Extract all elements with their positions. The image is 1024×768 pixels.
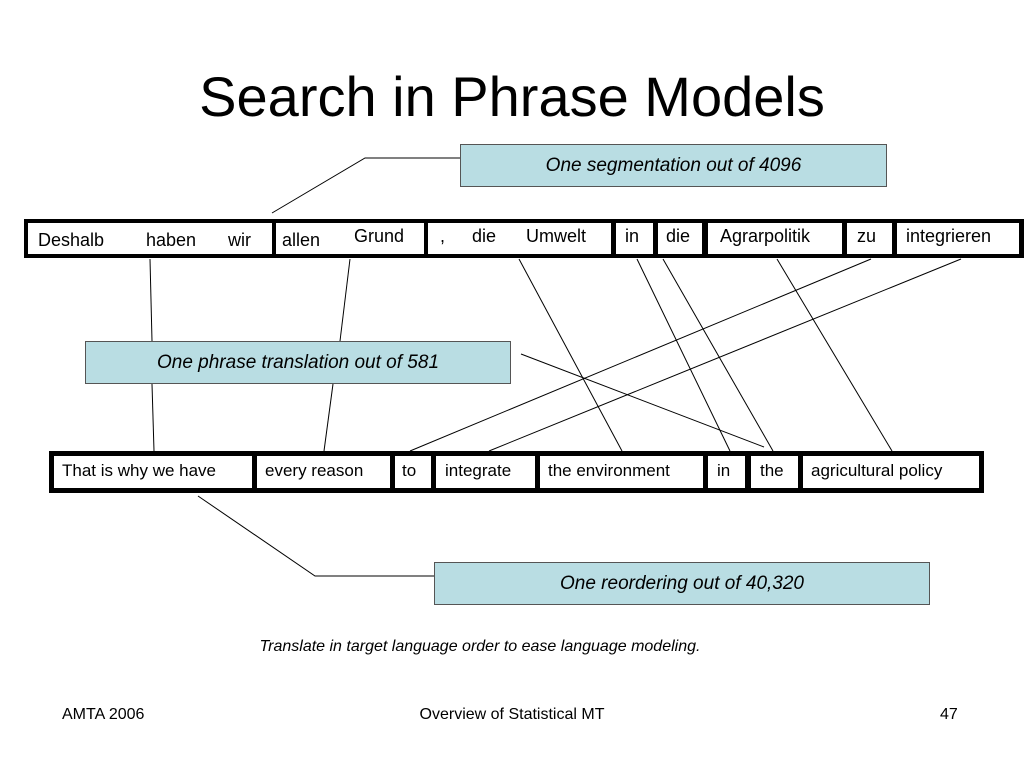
target-phrase-text: That is why we have bbox=[62, 461, 217, 480]
source-phrase-3: , die Umwelt bbox=[428, 223, 611, 254]
reordering-callout-text: One reordering out of 40,320 bbox=[559, 572, 804, 594]
source-word: Grund bbox=[354, 226, 405, 246]
source-word: Deshalb bbox=[38, 230, 105, 250]
target-phrase-text: the environment bbox=[548, 461, 670, 480]
alignment-agrarpolitik-agricultural-policy bbox=[776, 258, 893, 452]
target-phrase-text: in bbox=[717, 461, 731, 480]
alignment-zu-to bbox=[409, 258, 872, 452]
source-word: , bbox=[440, 226, 446, 246]
alignment-allen-grund-every-reason bbox=[339, 258, 351, 342]
source-word: allen bbox=[282, 230, 321, 250]
footer-conference: AMTA 2006 bbox=[62, 706, 145, 723]
target-phrase-6: in bbox=[708, 456, 745, 488]
target-phrase-4: integrate bbox=[436, 456, 535, 488]
source-word: Umwelt bbox=[526, 226, 587, 246]
target-phrase-8: agricultural policy bbox=[803, 456, 979, 488]
source-word: haben bbox=[146, 230, 197, 250]
slide-title: Search in Phrase Models bbox=[199, 65, 825, 128]
segmentation-callout: One segmentation out of 4096 bbox=[460, 144, 887, 187]
source-phrase-6: Agrarpolitik bbox=[708, 223, 842, 254]
target-phrase-3: to bbox=[395, 456, 431, 488]
source-word: die bbox=[666, 226, 691, 246]
target-phrase-7: the bbox=[751, 456, 798, 488]
footer-title: Overview of Statistical MT bbox=[419, 706, 605, 723]
alignment-integrieren-integrate bbox=[488, 258, 962, 452]
source-word: Agrarpolitik bbox=[720, 226, 811, 246]
footer-page-number: 47 bbox=[940, 706, 958, 723]
source-phrase-1: Deshalb haben wir bbox=[28, 223, 272, 254]
source-phrase-4: in bbox=[616, 223, 653, 254]
target-phrase-5: the environment bbox=[540, 456, 703, 488]
alignment-allen-grund-every-reason bbox=[323, 383, 334, 452]
alignment-umwelt-environment bbox=[518, 258, 623, 452]
phrase-translation-callout: One phrase translation out of 581 bbox=[85, 341, 511, 384]
target-phrase-text: to bbox=[402, 461, 417, 480]
target-phrase-strip: That is why we have every reason to inte… bbox=[49, 451, 984, 493]
source-phrase-5: die bbox=[658, 223, 702, 254]
source-phrase-2: allen Grund bbox=[276, 223, 424, 254]
phrase-translation-leader-line bbox=[520, 353, 765, 448]
source-phrase-7: zu bbox=[847, 223, 892, 254]
reordering-callout: One reordering out of 40,320 bbox=[434, 562, 930, 605]
footnote: Translate in target language order to ea… bbox=[259, 638, 701, 655]
segmentation-leader-line bbox=[271, 157, 460, 214]
alignment-deshalb-that-is-why bbox=[151, 383, 155, 452]
target-phrase-text: integrate bbox=[445, 461, 512, 480]
source-word: zu bbox=[857, 226, 877, 246]
target-phrase-2: every reason bbox=[257, 456, 390, 488]
reordering-leader-line bbox=[197, 495, 434, 577]
source-word: wir bbox=[228, 230, 251, 250]
target-phrase-text: the bbox=[760, 461, 784, 480]
source-word: in bbox=[625, 226, 640, 246]
target-phrase-text: every reason bbox=[265, 461, 364, 480]
phrase-translation-callout-text: One phrase translation out of 581 bbox=[156, 351, 440, 373]
segmentation-callout-text: One segmentation out of 4096 bbox=[545, 154, 802, 176]
source-word: die bbox=[472, 226, 497, 246]
alignment-deshalb-that-is-why bbox=[149, 258, 153, 342]
alignment-die-the bbox=[662, 258, 774, 452]
alignment-in-in bbox=[636, 258, 731, 452]
source-phrase-strip: Deshalb haben wir allen Grund , die Umwe… bbox=[24, 219, 1024, 258]
source-phrase-8: integrieren bbox=[897, 223, 1019, 254]
source-word: integrieren bbox=[906, 226, 992, 246]
target-phrase-1: That is why we have bbox=[54, 456, 252, 488]
target-phrase-text: agricultural policy bbox=[811, 461, 943, 480]
